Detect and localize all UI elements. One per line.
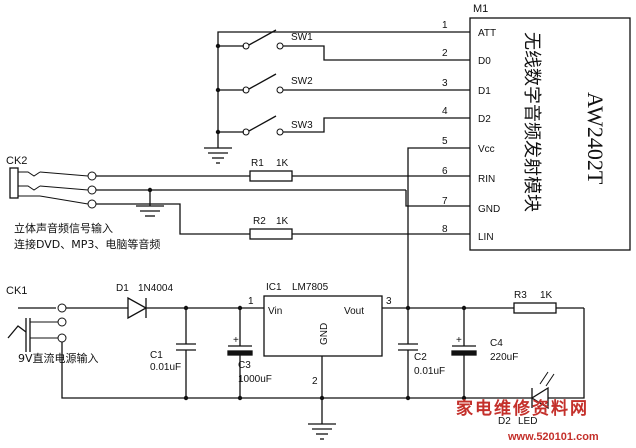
ic1-gnd: GND [319, 323, 330, 345]
d2-value: LED [518, 416, 537, 427]
pin-5-num: 5 [442, 136, 448, 147]
c4-value: 220uF [490, 352, 518, 363]
ck1-label: CK1 [6, 285, 27, 297]
sw3-label: SW3 [291, 120, 313, 131]
pin-4-num: 4 [442, 106, 448, 117]
ck2-note-2: 连接DVD、MP3、电脑等音频 [14, 237, 160, 251]
pin-2-name: D0 [478, 56, 491, 67]
c4-polarity: + [456, 335, 462, 346]
pin-5-name: Vcc [478, 144, 495, 155]
module-ref: M1 [473, 3, 488, 15]
d2-ref: D2 [498, 416, 511, 427]
pin-6-name: RIN [478, 174, 495, 185]
watermark-text: 家电维修资料网 [456, 398, 589, 419]
r1-ref: R1 [251, 158, 264, 169]
c1-ref: C1 [150, 350, 163, 361]
pin-8-name: LIN [478, 232, 494, 243]
watermark-url: www.520101.com [507, 431, 599, 443]
sw1-label: SW1 [291, 32, 313, 43]
ic1-pin-out: 3 [386, 296, 392, 307]
module-description: 无线数字音频发射模块 [521, 32, 542, 212]
r2-value: 1K [276, 216, 289, 227]
module-m1: M1 AW2402T 无线数字音频发射模块 ATT D0 D1 D2 Vcc R… [442, 3, 631, 251]
c2-ref: C2 [414, 352, 427, 363]
pin-1-name: ATT [478, 28, 496, 39]
switch-network: SW1 SW2 SW3 [204, 29, 470, 164]
ic1-body [263, 295, 383, 357]
r2-body [249, 228, 293, 240]
ic1-vin: Vin [268, 306, 282, 317]
d2-led-symbol [530, 386, 549, 410]
d1-symbol [127, 296, 148, 320]
pin-2-num: 2 [442, 48, 448, 59]
c1-value: 0.01uF [150, 362, 181, 373]
r2-ref: R2 [253, 216, 266, 227]
ground-symbol-power [308, 423, 336, 440]
c4-ref: C4 [490, 338, 503, 349]
pin-3-num: 3 [442, 78, 448, 89]
c3-value: 1000uF [238, 374, 272, 385]
watermark: 家电维修资料网 www.520101.com [456, 398, 599, 443]
r3-ref: R3 [514, 290, 527, 301]
r1-body [249, 170, 293, 182]
pin-7-num: 7 [442, 196, 448, 207]
pin-4-name: D2 [478, 114, 491, 125]
ck2-note-1: 立体声音频信号输入 [14, 221, 113, 235]
sw2-label: SW2 [291, 76, 313, 87]
ic1-part: LM7805 [292, 282, 329, 293]
ic1-ref: IC1 [266, 282, 282, 293]
ic1-pin-gnd: 2 [312, 376, 318, 387]
r3-body [513, 302, 557, 314]
pin-7-name: GND [478, 204, 500, 215]
d1-value: 1N4004 [138, 283, 173, 294]
ground-symbol-switches [204, 147, 232, 164]
c3-polarity: + [233, 335, 239, 346]
d1-ref: D1 [116, 283, 129, 294]
ic1-vout: Vout [344, 306, 364, 317]
c3-ref: C3 [238, 360, 251, 371]
ck2-label: CK2 [6, 155, 27, 167]
pin-1-num: 1 [442, 20, 448, 31]
r1-value: 1K [276, 158, 289, 169]
pin-3-name: D1 [478, 86, 491, 97]
ic1-pin-in: 1 [248, 296, 254, 307]
power-supply: CK1 9V直流电源输入 D1 1N4004 C1 0.01uF + C3 [6, 147, 585, 440]
c2-value: 0.01uF [414, 366, 445, 377]
ck2-audio-input: CK2 R1 1K R2 1K 立体声音频信号输入 [6, 155, 470, 251]
ck2-jack [9, 167, 19, 199]
module-name: AW2402T [583, 92, 608, 185]
ck1-note: 9V直流电源输入 [18, 351, 99, 365]
r3-value: 1K [540, 290, 553, 301]
pin-6-num: 6 [442, 166, 448, 177]
pin-8-num: 8 [442, 224, 448, 235]
